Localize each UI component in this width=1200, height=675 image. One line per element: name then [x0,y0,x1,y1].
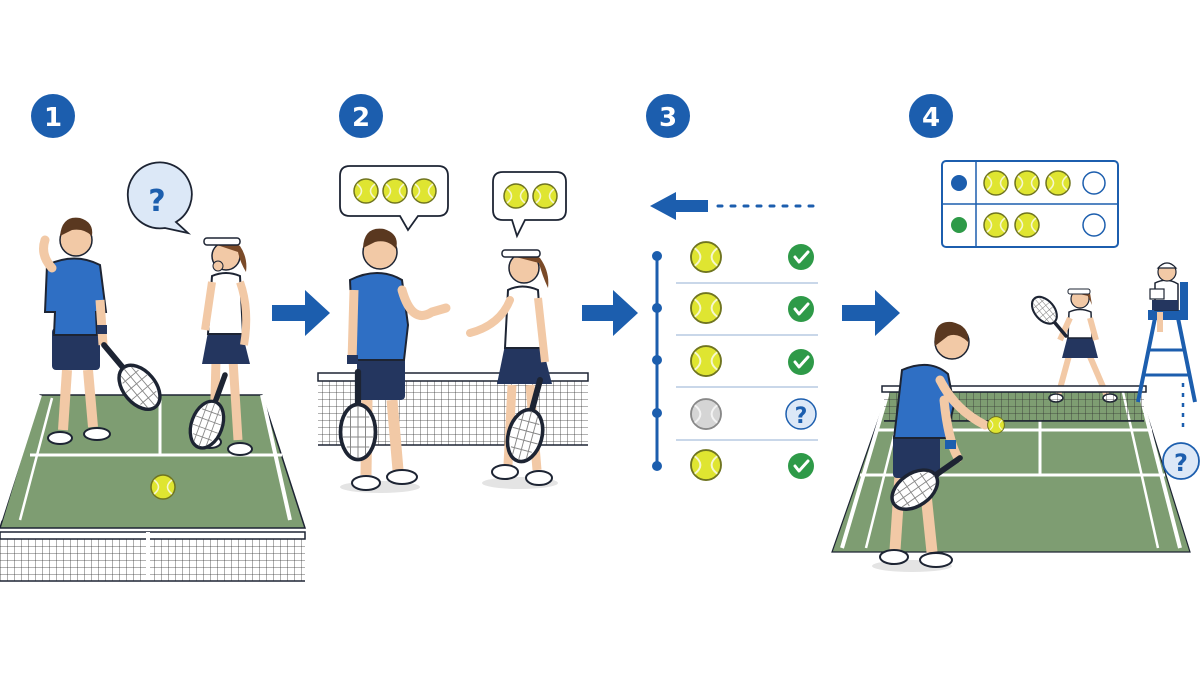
tennis-ball-icon [503,183,529,209]
player-one-marker [951,175,967,191]
check-icon [786,347,816,377]
question-mark-text: ? [795,404,808,429]
check-icon [786,242,816,272]
serving-player [872,321,990,572]
tennis-ball-icon [150,474,176,500]
tennis-ball-icon [1045,170,1071,196]
history-row [690,241,816,273]
arrow-right-icon [272,290,330,336]
umpire [1149,262,1179,332]
tennis-ball-icon [690,398,722,430]
history-row [690,345,816,377]
arrow-right-icon [842,290,900,336]
tennis-racket-icon [1025,290,1076,345]
history-row [690,449,816,481]
arrow-right-icon [582,290,638,336]
step-number: 3 [659,103,677,133]
umpire-question-bubble: ? [1162,442,1200,480]
male-player-confused [39,217,111,445]
step-number: 1 [44,103,62,133]
question-icon: ? [1174,449,1188,477]
speech-bubble-left [339,165,449,232]
far-player [1048,288,1118,403]
check-icon [786,451,816,481]
empty-point-slot [1082,213,1106,237]
tennis-ball-icon [690,449,722,481]
step-number: 2 [352,103,370,133]
tennis-ball-icon [983,212,1009,238]
empty-point-slot [1082,171,1106,195]
court-1 [0,394,307,529]
step-4: ? [831,160,1200,572]
net-1 [0,531,306,582]
tennis-ball-icon [382,178,408,204]
step-2 [317,165,589,493]
point-history-timeline: ? [652,241,818,481]
question-icon [785,398,817,430]
step-badge-2: 2 [339,94,383,138]
arrow-left-icon [650,192,822,220]
question-bubble-1: ? [126,161,193,235]
check-icon [786,294,816,324]
step-badge-4: 4 [909,94,953,138]
tennis-ball-icon [987,416,1005,434]
tennis-ball-icon [690,241,722,273]
umpire-chair [1136,282,1197,403]
step-3: ? [650,192,822,481]
step-1: ? [0,161,307,582]
question-icon: ? [148,184,165,219]
tennis-ball-icon [532,183,558,209]
female-player-confused [198,237,253,456]
history-row [690,292,816,324]
step-badge-3: 3 [646,94,690,138]
tennis-ball-icon [983,170,1009,196]
tennis-ball-icon [411,178,437,204]
tennis-ball-icon [1014,170,1040,196]
step-number: 4 [922,103,940,133]
tennis-ball-icon [1014,212,1040,238]
scoreboard [941,160,1119,248]
tennis-ball-icon [690,292,722,324]
step-badge-1: 1 [31,94,75,138]
tennis-ball-icon [353,178,379,204]
player-two-marker [951,217,967,233]
history-row: ? [690,398,817,430]
speech-bubble-right [492,171,567,239]
tennis-ball-icon [690,345,722,377]
